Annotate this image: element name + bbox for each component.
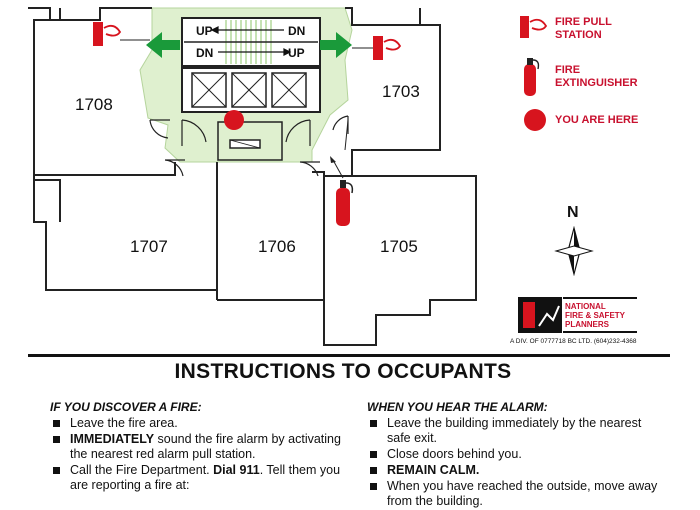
instruction-emphasis: Dial 911 [213,463,260,477]
unit-label-1708: 1708 [75,95,113,114]
logo-text: NATIONAL FIRE & SAFETY PLANNERS [565,302,626,329]
legend-label: FIRE PULL STATION [555,16,612,41]
north-label: N [567,204,579,221]
core-rooms [217,121,283,161]
fire-pull-station-icon [520,16,548,38]
section-heading: IF YOU DISCOVER A FIRE: [50,400,202,414]
hear-alarm-section: WHEN YOU HEAR THE ALARM: Leave the build… [367,400,667,510]
instruction-item: IMMEDIATELY sound the fire alarm by acti… [50,432,350,462]
instruction-text: . Tell them you are reporting a fire at: [70,463,341,492]
fire-extinguisher-icon [330,156,354,226]
unit-label-1706: 1706 [258,237,296,256]
legend-label: FIRE EXTINGUISHER [555,64,638,89]
stair-label-dn-left: DN [196,46,213,60]
section-heading: WHEN YOU HEAR THE ALARM: [367,400,548,414]
you-are-here-icon [524,109,546,131]
north-arrow: N [554,204,594,276]
stair-label-dn-right: DN [288,24,305,38]
instruction-text: Leave the building immediately by the ne… [387,416,642,445]
instruction-item: Close doors behind you. [367,447,667,462]
fire-pull-station-icon [352,36,402,60]
instruction-item: REMAIN CALM. [367,463,667,478]
legend-item-fire-extinguisher: FIRE EXTINGUISHER [518,54,698,96]
compass-icon [554,226,594,276]
instruction-emphasis: IMMEDIATELY [70,432,155,446]
instruction-item: Call the Fire Department. Dial 911. Tell… [50,463,350,493]
floor-plan: UP DN DN UP [28,7,477,346]
instruction-item: When you have reached the outside, move … [367,479,667,509]
elevator-bank [181,67,321,113]
stair-arrows [210,26,292,56]
unit-label-1705: 1705 [380,237,418,256]
exit-arrow-left [146,32,180,58]
legend-item-fire-pull-station: FIRE PULL STATION [518,10,698,50]
fire-pull-station-icon [93,22,150,46]
legend-item-you-are-here: YOU ARE HERE [518,108,698,148]
instruction-text: Leave the fire area. [70,416,178,430]
exit-arrow-right [320,32,352,58]
instruction-text: When you have reached the outside, move … [387,479,658,508]
instruction-text: sound the fire alarm by activating the n… [70,432,341,461]
section-divider [28,354,670,357]
stair-label-up-right: UP [288,46,305,60]
unit-label-1703: 1703 [382,82,420,101]
unit-label-1707: 1707 [130,237,168,256]
instructions-title: INSTRUCTIONS TO OCCUPANTS [174,360,512,383]
legend-label: YOU ARE HERE [555,114,639,126]
instruction-text: Close doors behind you. [387,447,522,461]
stair-label-up-left: UP [196,24,213,38]
logo-subtitle: A DIV. OF 0777718 BC LTD. (604)232-4368 [510,338,637,345]
instruction-item: Leave the building immediately by the ne… [367,416,667,446]
fire-extinguisher-icon [524,58,540,96]
instruction-emphasis: REMAIN CALM. [387,463,480,477]
unit-walls [28,7,477,346]
company-logo: NATIONAL FIRE & SAFETY PLANNERS [517,296,637,336]
discover-fire-section: IF YOU DISCOVER A FIRE: Leave the fire a… [50,400,350,494]
instruction-text: Call the Fire Department. [70,463,214,477]
instruction-item: Leave the fire area. [50,416,350,431]
you-are-here-marker [224,110,244,130]
logo-mark-icon [518,297,562,333]
